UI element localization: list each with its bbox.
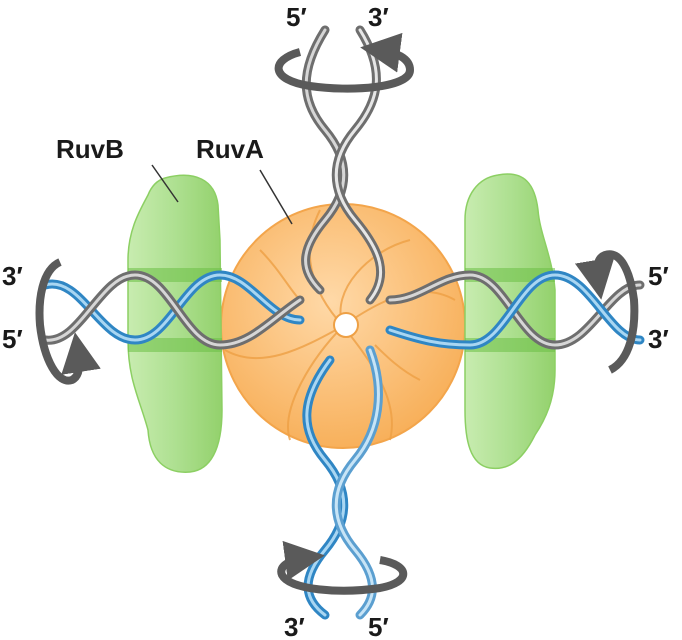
ruvb-label: RuvB <box>56 134 124 164</box>
rotation-arrow-right <box>574 250 639 374</box>
bottom-5prime-label: 5′ <box>368 612 389 640</box>
right-3prime-label: 3′ <box>648 324 669 354</box>
top-3prime-label: 3′ <box>368 2 389 32</box>
ruvb-right <box>464 173 556 470</box>
rotation-arrow-bottom <box>277 540 408 595</box>
ruvb-leader-line <box>151 164 179 203</box>
right-5prime-label: 5′ <box>648 261 669 291</box>
top-5prime-label: 5′ <box>286 2 307 32</box>
ruva-leader-line <box>259 169 293 225</box>
left-5prime-label: 5′ <box>2 324 23 354</box>
rotation-arrow-left <box>35 258 101 385</box>
bottom-3prime-label: 3′ <box>284 612 305 640</box>
rotation-arrow-top <box>274 32 415 93</box>
ruva-label: RuvA <box>196 134 264 164</box>
left-3prime-label: 3′ <box>2 261 23 291</box>
right-helix <box>385 270 645 350</box>
ruvb-left <box>127 174 223 473</box>
ruva-hexamer <box>220 203 466 449</box>
left-helix <box>40 270 305 350</box>
